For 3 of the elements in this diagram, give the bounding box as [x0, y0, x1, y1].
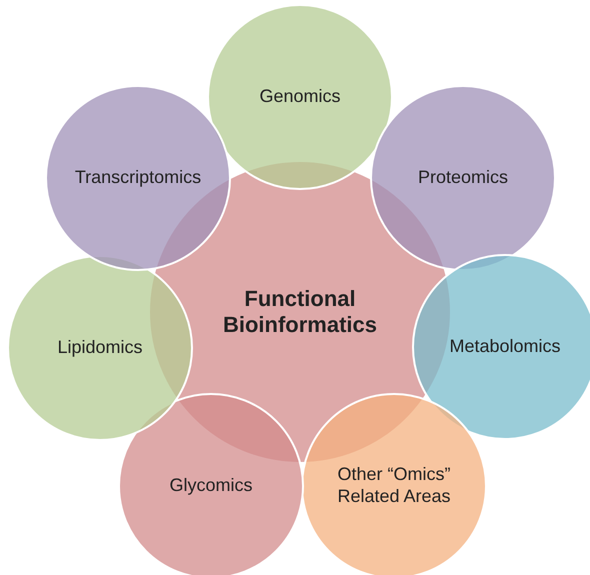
topic-circle: Genomics [207, 4, 393, 190]
topic-circle: Other “Omics” Related Areas [301, 393, 487, 575]
topic-circle: Transcriptomics [45, 85, 231, 271]
